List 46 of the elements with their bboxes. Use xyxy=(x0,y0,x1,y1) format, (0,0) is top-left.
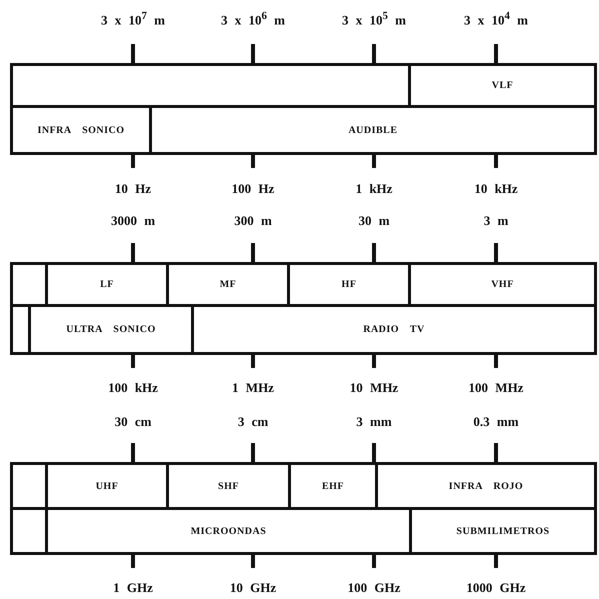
band-name: LF xyxy=(100,279,114,290)
band-cell xyxy=(191,304,597,355)
band-name: AUDIBLE xyxy=(348,124,398,136)
frequency-label: 1 kHz xyxy=(356,181,392,197)
frequency-label: 100 Hz xyxy=(232,181,274,197)
frequency-label: 10 kHz xyxy=(474,181,518,197)
frequency-label: 10 MHz xyxy=(350,380,398,396)
wavelength-label: 30 cm xyxy=(114,414,152,430)
frequency-label: 10 GHz xyxy=(230,580,276,596)
band-cell xyxy=(149,105,597,155)
band-cell xyxy=(408,262,597,307)
frequency-label: 10 Hz xyxy=(114,181,152,197)
frequency-label: 1000 GHz xyxy=(466,580,526,596)
band-name: HF xyxy=(342,279,356,290)
band-cell xyxy=(408,63,597,108)
band-cell xyxy=(10,105,152,155)
frequency-label: 100 MHz xyxy=(468,380,524,396)
wavelength-label: 3 x 10$^{6}$ m xyxy=(221,10,285,28)
band-name: INFRA ROJO xyxy=(448,480,524,492)
frequency-label: 100 GHz xyxy=(348,580,400,596)
band-name: MICROONDAS xyxy=(190,526,266,536)
band-name: RADIO TV xyxy=(363,324,425,335)
wavelength-label: 3 x 10$^{4}$ m xyxy=(464,10,528,28)
band-name: INFRA SONICO xyxy=(37,124,125,136)
wavelength-label: 0.3 mm xyxy=(473,414,519,430)
band-name: VHF xyxy=(491,279,514,290)
wavelength-label: 30 m xyxy=(358,213,390,229)
band-name: EHF xyxy=(322,480,344,492)
band-cell xyxy=(375,462,597,510)
band-name: SHF xyxy=(218,480,239,492)
band-name: VLF xyxy=(492,80,514,91)
band-name: UHF xyxy=(96,480,118,492)
wavelength-label: 3000 m xyxy=(110,213,156,229)
band-name: SUBMILIMETROS xyxy=(456,526,550,536)
frequency-label: 100 kHz xyxy=(108,380,158,396)
wavelength-label: 3 x 10$^{5}$ m xyxy=(342,10,406,28)
band-name: MF xyxy=(220,279,236,290)
wavelength-label: 3 mm xyxy=(356,414,392,430)
wavelength-label: 3 cm xyxy=(238,414,268,430)
frequency-label: 1 GHz xyxy=(113,580,153,596)
wavelength-label: 300 m xyxy=(234,213,272,229)
wavelength-label: 3 x 10$^{7}$ m xyxy=(101,10,165,28)
wavelength-label: 3 m xyxy=(484,213,508,229)
frequency-label: 1 MHz xyxy=(232,380,274,396)
band-cell xyxy=(409,507,597,555)
band-name: ULTRA SONICO xyxy=(66,324,156,335)
